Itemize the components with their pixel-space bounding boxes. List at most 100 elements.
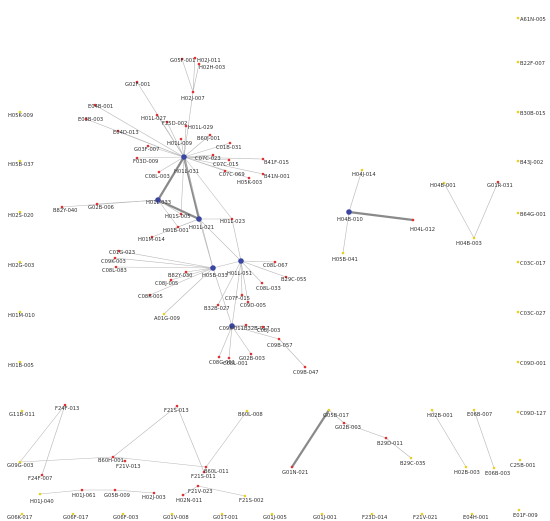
node-H05K-003[interactable]: H05K-003	[237, 176, 262, 186]
node-B60J-001[interactable]: B60J-001	[197, 133, 220, 142]
node-marker[interactable]	[176, 225, 180, 229]
node-B64G-001[interactable]: B64G-001	[516, 211, 546, 218]
node-marker[interactable]	[472, 236, 476, 240]
node-B43J-002[interactable]: B43J-002	[516, 159, 544, 166]
node-G02B-003b[interactable]: G02B-003	[335, 421, 361, 431]
node-marker[interactable]	[516, 360, 520, 364]
node-marker[interactable]	[180, 57, 184, 61]
node-marker[interactable]	[165, 120, 169, 124]
node-H02J-007[interactable]: H02J-007	[181, 90, 205, 102]
node-C09K-003[interactable]: C09K-003	[101, 256, 126, 265]
node-marker[interactable]	[63, 403, 67, 407]
node-B82Y-030[interactable]: B82Y-030	[168, 270, 193, 279]
node-E01F-009[interactable]: E01F-009	[513, 508, 538, 519]
node-H02B-001[interactable]: H02B-001	[427, 408, 453, 419]
node-C07C-015[interactable]: C07C-015	[213, 158, 239, 168]
node-marker[interactable]	[341, 251, 345, 255]
node-G01N-021[interactable]: G01N-021	[282, 465, 308, 476]
node-marker[interactable]	[320, 512, 324, 516]
node-G05B-009[interactable]: G05B-009	[104, 488, 130, 499]
node-F24F-007[interactable]: F24F-007	[28, 473, 52, 482]
node-marker[interactable]	[470, 512, 474, 516]
node-B41F-015[interactable]: B41F-015	[261, 157, 289, 166]
node-marker[interactable]	[290, 465, 294, 469]
node-marker[interactable]	[247, 176, 251, 180]
node-G02B-006[interactable]: G02B-006	[88, 202, 114, 211]
node-marker[interactable]	[464, 465, 468, 469]
node-marker[interactable]	[80, 488, 84, 492]
node-G01T-001[interactable]: G01T-001	[213, 512, 238, 521]
node-marker[interactable]	[327, 408, 331, 412]
node-H02S-020[interactable]: H02S-020	[8, 210, 34, 219]
node-B60L-008[interactable]: B60L-008	[238, 409, 263, 418]
node-G03F-007[interactable]: G03F-007	[134, 144, 159, 153]
node-C08J-003[interactable]: C08J-003	[257, 325, 280, 334]
node-marker[interactable]	[150, 235, 154, 239]
node-B29C-035[interactable]: B29C-035	[400, 456, 426, 467]
node-marker[interactable]	[135, 156, 139, 160]
node-C03C-027[interactable]: C03C-027	[516, 310, 546, 317]
node-marker[interactable]	[243, 494, 247, 498]
node-marker[interactable]	[20, 409, 24, 413]
node-H04L-012[interactable]: H04L-012	[410, 218, 435, 233]
node-F21S-013[interactable]: F21S-013	[164, 404, 189, 414]
node-marker[interactable]	[217, 355, 221, 359]
node-C08K-005[interactable]: C08K-005	[138, 293, 163, 300]
node-F21V-023[interactable]: F21V-023	[188, 484, 213, 495]
node-marker[interactable]	[516, 260, 520, 264]
node-marker[interactable]	[342, 421, 346, 425]
node-marker[interactable]	[516, 410, 520, 414]
node-marker[interactable]	[184, 124, 188, 128]
node-E06B-007[interactable]: E06B-007	[467, 408, 492, 418]
node-marker[interactable]	[95, 202, 99, 206]
node-marker[interactable]	[516, 159, 520, 163]
node-marker[interactable]	[261, 325, 265, 329]
node-H02J-011[interactable]: H02J-011	[193, 56, 221, 64]
node-marker[interactable]	[517, 508, 521, 512]
node-marker[interactable]	[228, 141, 232, 145]
node-B29C-055[interactable]: B29C-055	[281, 275, 307, 283]
node-marker[interactable]	[113, 488, 117, 492]
node-marker[interactable]	[277, 337, 281, 341]
node-marker[interactable]	[411, 218, 415, 222]
node-marker[interactable]	[93, 103, 97, 107]
node-H01L-021[interactable]: H01L-021	[189, 216, 214, 231]
node-B32B-027[interactable]: B32B-027	[204, 303, 230, 312]
node-marker[interactable]	[202, 470, 206, 474]
node-H04B-001[interactable]: H04B-001	[430, 181, 456, 189]
node-F23D-014[interactable]: F23D-014	[362, 512, 388, 521]
node-marker[interactable]	[518, 458, 522, 462]
node-marker[interactable]	[20, 512, 24, 516]
node-marker[interactable]	[238, 258, 244, 264]
node-marker[interactable]	[229, 323, 235, 329]
node-H02B-003[interactable]: H02B-003	[454, 465, 480, 476]
node-marker[interactable]	[123, 459, 127, 463]
node-H05B-037[interactable]: H05B-037	[8, 159, 34, 168]
node-G09G-003[interactable]: G09G-003	[7, 460, 33, 469]
node-H01L-027[interactable]: H01L-027	[141, 113, 166, 122]
node-H01B-001[interactable]: H01B-001	[163, 225, 189, 234]
node-marker[interactable]	[246, 300, 250, 304]
node-H01L-029[interactable]: H01L-029	[184, 124, 213, 131]
node-marker[interactable]	[516, 60, 520, 64]
node-G01J-001[interactable]: G01J-001	[313, 512, 337, 521]
node-C08G-061[interactable]: C08G-061	[209, 355, 235, 366]
node-E04D-013[interactable]: E04D-013	[113, 129, 139, 136]
node-C09D-001[interactable]: C09D-001	[516, 360, 546, 367]
node-C01G-023[interactable]: C01G-023	[109, 249, 135, 256]
node-marker[interactable]	[117, 249, 121, 253]
node-marker[interactable]	[18, 210, 22, 214]
node-marker[interactable]	[181, 154, 187, 160]
node-marker[interactable]	[245, 409, 249, 413]
node-marker[interactable]	[516, 310, 520, 314]
node-marker[interactable]	[261, 172, 265, 176]
node-C08L-001[interactable]: C08L-001	[223, 356, 248, 367]
node-F24F-013[interactable]: F24F-013	[55, 403, 79, 412]
node-marker[interactable]	[121, 512, 125, 516]
node-marker[interactable]	[84, 117, 88, 121]
node-C08L-033[interactable]: C08L-033	[256, 281, 281, 292]
node-marker[interactable]	[370, 512, 374, 516]
node-A61N-005[interactable]: A61N-005	[516, 16, 546, 23]
node-G02B-003[interactable]: G02B-003	[239, 352, 265, 362]
node-C01B-031[interactable]: C01B-031	[216, 141, 242, 151]
